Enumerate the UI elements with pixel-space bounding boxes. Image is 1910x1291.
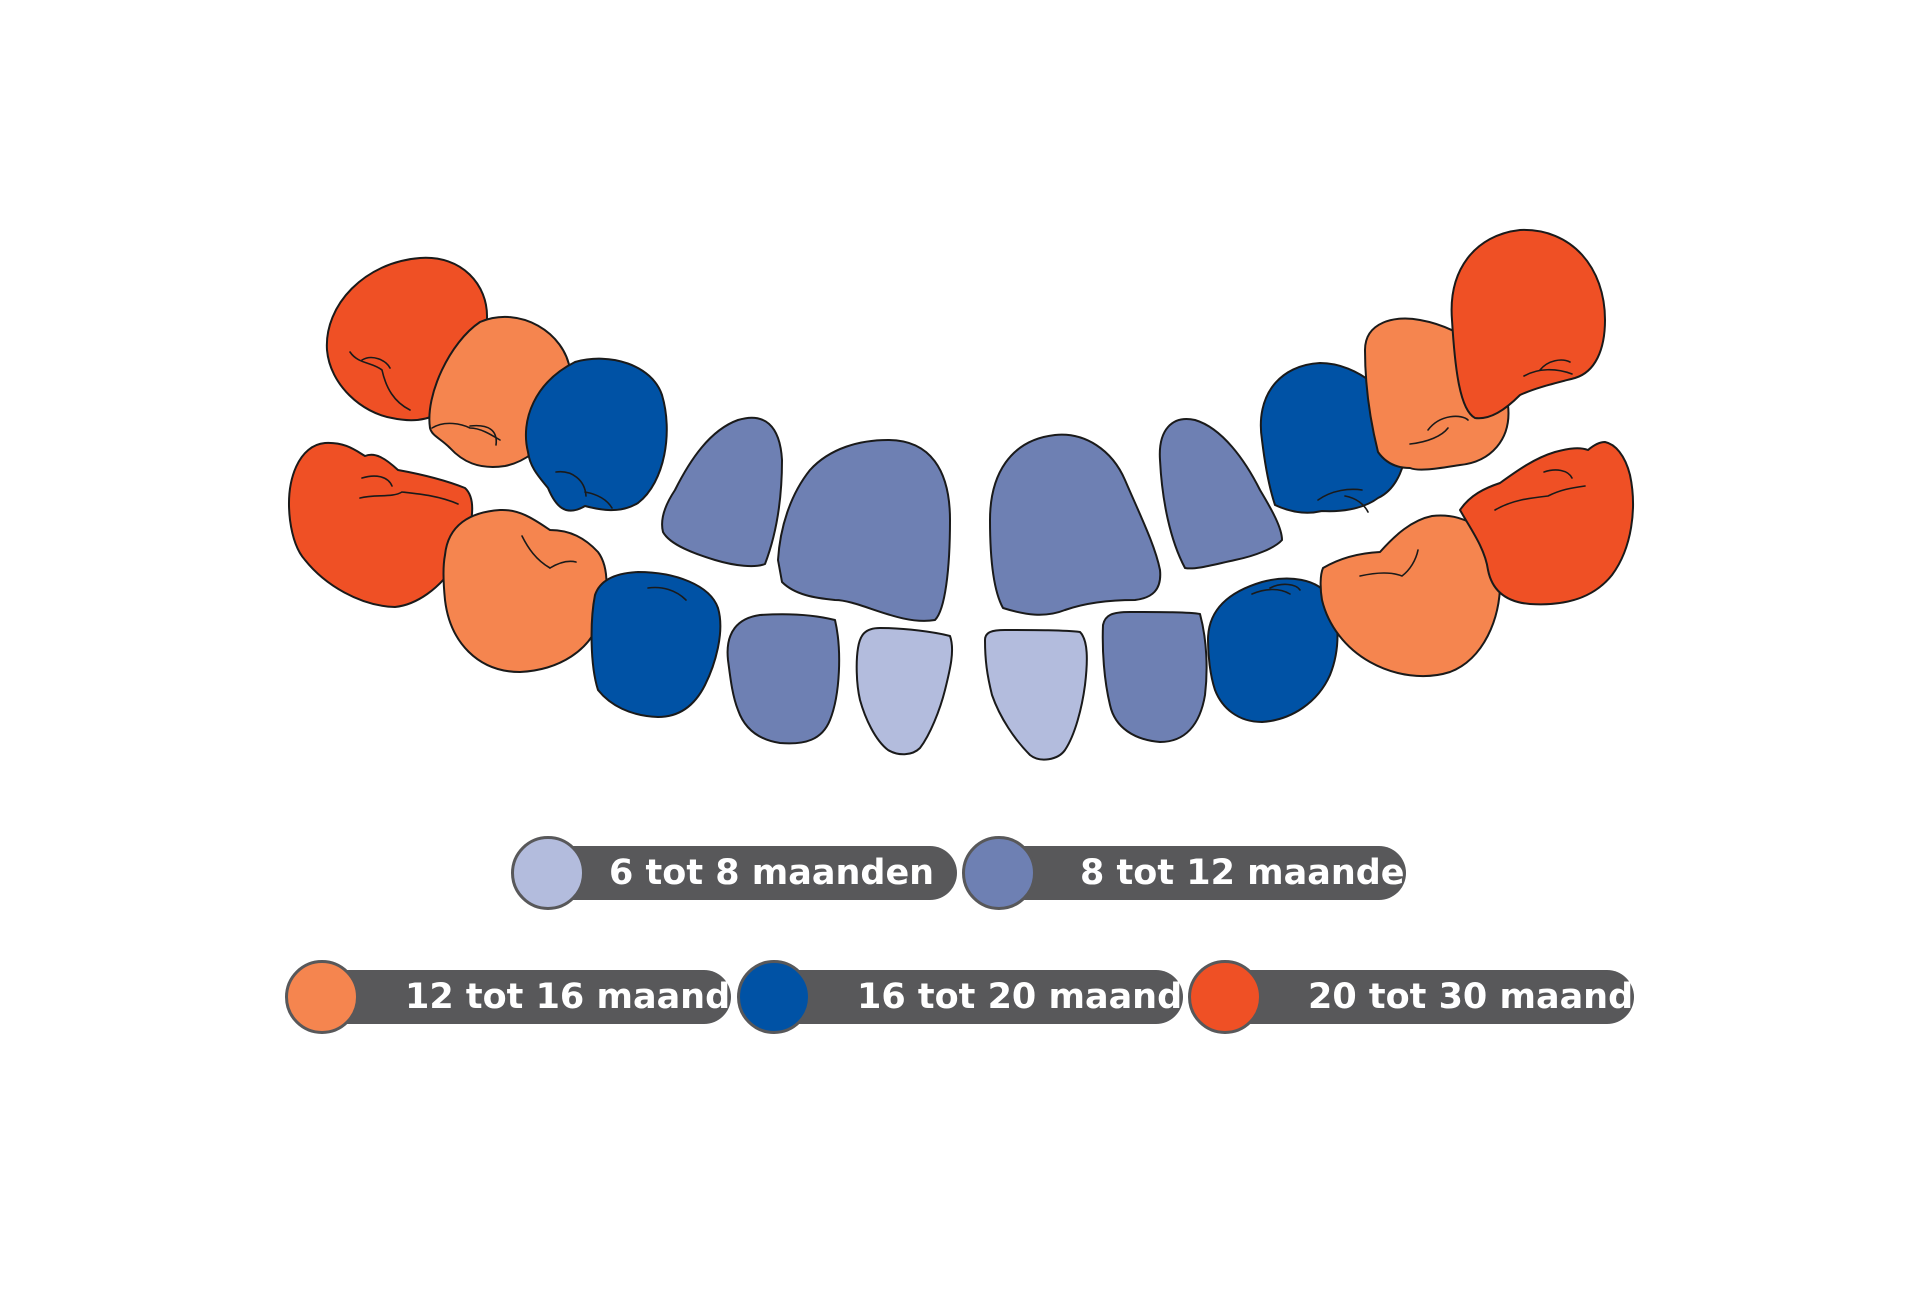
lower-left-canine <box>590 571 722 718</box>
lower-left-lateral-incisor <box>726 613 841 745</box>
legend-pill: 8 tot 12 maanden <box>996 846 1429 900</box>
lower-right-central-incisor <box>984 629 1088 761</box>
lower-left-second-molar <box>288 441 474 608</box>
legend-item-6-8: 6 tot 8 maanden <box>511 836 957 910</box>
lower-left-first-molar <box>442 508 608 673</box>
legend-swatch-medium-blue <box>962 836 1036 910</box>
legend-swatch-light-blue <box>511 836 585 910</box>
legend-swatch-red-orange <box>1188 960 1262 1034</box>
lower-right-second-molar <box>1459 441 1634 606</box>
upper-left-lateral-incisor <box>661 416 783 568</box>
lower-right-first-molar <box>1319 514 1502 678</box>
legend-pill: 16 tot 20 maanden <box>771 970 1231 1024</box>
legend-item-20-30: 20 tot 30 maanden <box>1188 960 1682 1034</box>
lower-jaw <box>288 441 1634 761</box>
legend-pill: 12 tot 16 maanden <box>319 970 779 1024</box>
legend-label: 8 tot 12 maanden <box>1080 853 1430 893</box>
legend-label: 12 tot 16 maanden <box>405 977 779 1017</box>
legend-pill: 6 tot 8 maanden <box>545 846 957 900</box>
upper-right-central-incisor <box>989 433 1162 616</box>
legend-pill: 20 tot 30 maanden <box>1222 970 1682 1024</box>
legend-swatch-dark-blue <box>737 960 811 1034</box>
upper-right-lateral-incisor <box>1158 418 1283 570</box>
lower-right-lateral-incisor <box>1101 611 1208 743</box>
legend-label: 20 tot 30 maanden <box>1308 977 1682 1017</box>
upper-left-canine <box>524 357 668 512</box>
legend-swatch-light-orange <box>285 960 359 1034</box>
upper-right-second-molar <box>1450 228 1606 420</box>
lower-left-central-incisor <box>855 627 954 756</box>
legend-label: 16 tot 20 maanden <box>857 977 1231 1017</box>
upper-left-central-incisor <box>777 439 951 622</box>
legend-item-8-12: 8 tot 12 maanden <box>962 836 1429 910</box>
legend-label: 6 tot 8 maanden <box>609 853 935 893</box>
legend-item-12-16: 12 tot 16 maanden <box>285 960 779 1034</box>
legend-item-16-20: 16 tot 20 maanden <box>737 960 1231 1034</box>
lower-right-canine <box>1207 577 1339 723</box>
upper-jaw <box>325 228 1606 622</box>
